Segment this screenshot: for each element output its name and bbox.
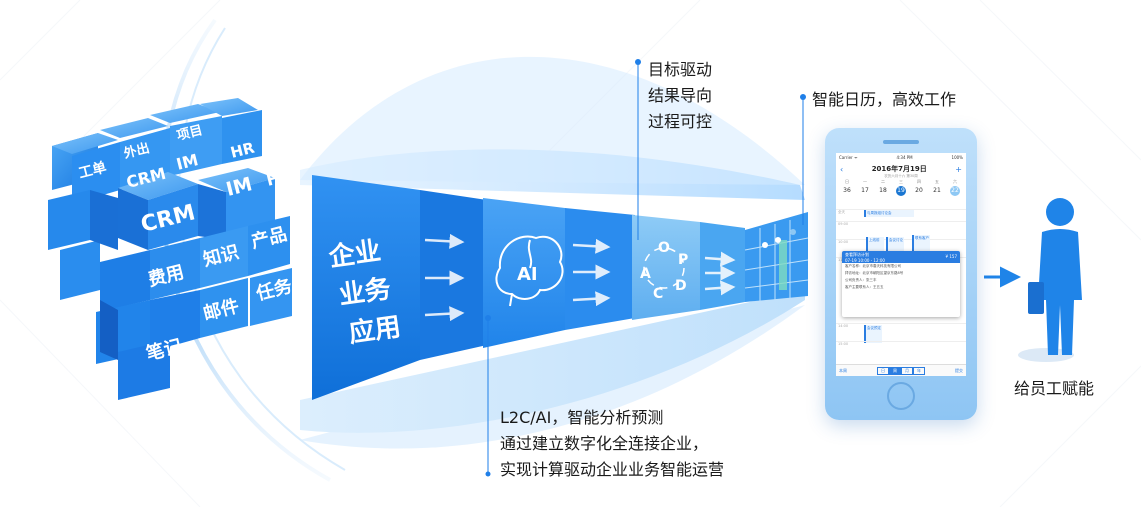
callout-leaders — [487, 62, 804, 474]
app-cube: 工单 外出 项目 CRM IM HR CRM IM HR 产品 知识 费用 任务… — [48, 98, 295, 400]
date-cell[interactable]: 36 — [843, 187, 851, 194]
view-year[interactable]: 年 — [913, 366, 925, 375]
panel-enterprise-text: 企业 业务 应用 — [327, 235, 403, 349]
pdca-cycle-icon: O P D C A — [640, 240, 688, 302]
callout-ai-line-1: L2C/AI，智能分析预测 — [500, 408, 664, 427]
popup-time: 07-19 10:00 - 12:00 — [845, 258, 885, 263]
panel-enterprise — [312, 175, 420, 400]
popup-row: 客户主要联系人：王五五 — [845, 285, 884, 289]
date-cell[interactable]: 18 — [879, 187, 887, 194]
event-block[interactable]: 联系客户 — [912, 235, 930, 255]
cube-block-crm-top — [118, 172, 198, 200]
date-cell[interactable]: 22 — [950, 186, 960, 196]
popup-row: 客户名称：北京市春天科技有限公司 — [845, 264, 901, 268]
tunnel-top-sheet — [300, 56, 805, 185]
date-cell[interactable]: 17 — [861, 187, 869, 194]
calendar-header: ‹ 2016年7月19日 + — [836, 162, 966, 176]
home-button[interactable] — [887, 382, 915, 410]
callout-ai-line-2: 通过建立数字化全连接企业， — [500, 434, 709, 453]
callout-calendar-text: 智能日历，高效工作 — [812, 90, 957, 109]
visit-plan-popup[interactable]: 查看拜访计划 07-19 10:00 - 12:00 ¥ 157 客户名称：北京… — [842, 251, 960, 317]
callout-goals-line-2: 结果导向 — [648, 86, 713, 105]
back-chevron-icon[interactable]: ‹ — [840, 164, 844, 174]
callout-ai: L2C/AI，智能分析预测 通过建立数字化全连接企业， 实现计算驱动企业业务智能… — [500, 405, 724, 483]
pdca-letter-c: C — [653, 286, 663, 302]
this-week-button[interactable]: 本周 — [839, 367, 847, 373]
popup-title: 查看拜访计划 — [845, 252, 869, 257]
pdca-letter-p: P — [678, 252, 688, 268]
status-bar: Carrier ᯤ 4:34 PM 100% — [839, 154, 963, 161]
pdca-letter-d: D — [675, 278, 687, 294]
brain-icon — [495, 235, 564, 307]
pdca-letter-o: O — [658, 240, 670, 256]
event-block[interactable]: 会议预定 — [864, 325, 882, 343]
popup-badge: ¥ 157 — [945, 254, 957, 259]
calendar-tabbar: 本周 日 周 月 年 提交 — [836, 364, 966, 376]
cube-face-6: HR — [229, 138, 257, 161]
popup-row: 拜访地址：北京市朝阳区望京东路8号 — [845, 271, 904, 275]
cube-face-9: HR — [264, 165, 294, 190]
popup-row: 公司负责人：张三丰 — [845, 278, 877, 282]
phone-mockup: Carrier ᯤ 4:34 PM 100% ‹ 2016年7月19日 + 农历… — [825, 128, 977, 420]
cube-face-5: IM — [174, 150, 200, 174]
date-cell[interactable]: 21 — [933, 187, 941, 194]
add-icon[interactable]: + — [955, 164, 962, 174]
cube-face-1: 工单 — [77, 159, 108, 182]
view-switcher: 日 周 月 年 — [877, 366, 925, 375]
panel1-line-2: 业务 — [337, 274, 393, 311]
callout-calendar: 智能日历，高效工作 — [812, 87, 956, 113]
view-week[interactable]: 周 — [889, 366, 901, 375]
callout-goals-line-1: 目标驱动 — [648, 60, 713, 79]
view-month[interactable]: 月 — [901, 366, 913, 375]
cube-face-3: 项目 — [175, 123, 204, 144]
submit-button[interactable]: 提交 — [955, 367, 963, 373]
calendar-app-screen: Carrier ᯤ 4:34 PM 100% ‹ 2016年7月19日 + 农历… — [836, 153, 966, 376]
employee-person-icon — [1018, 198, 1082, 362]
employee-label: 给员工赋能 — [1014, 379, 1095, 398]
date-row: 36 17 18 19 20 21 22 — [836, 185, 966, 198]
callout-ai-line-3: 实现计算驱动企业业务智能运营 — [500, 460, 725, 479]
date-cell[interactable]: 20 — [915, 187, 923, 194]
panel-pdca — [632, 215, 700, 320]
calendar-subtitle: 农历六月十六 第30周 — [884, 174, 918, 178]
date-cell-selected[interactable]: 19 — [896, 186, 906, 196]
phone-speaker — [883, 140, 919, 144]
calendar-title: 2016年7月19日 — [871, 165, 927, 173]
panel1-line-1: 企业 — [327, 235, 383, 273]
weekday-row: 日一二 三四五 六 — [845, 179, 957, 184]
ai-label: AI — [517, 264, 538, 285]
panel-ai — [483, 198, 565, 348]
panel-grid — [745, 212, 808, 302]
pdca-letter-a: A — [640, 266, 651, 282]
callout-goals-line-3: 过程可控 — [648, 112, 713, 131]
flow-arrows — [424, 233, 736, 322]
event-block[interactable]: 与周报组讨论会 — [864, 210, 914, 217]
view-day[interactable]: 日 — [877, 366, 889, 375]
panel1-line-3: 应用 — [347, 311, 403, 349]
callout-goals: 目标驱动 结果导向 过程可控 — [648, 57, 712, 135]
cube-face-2: 外出 — [121, 140, 151, 162]
